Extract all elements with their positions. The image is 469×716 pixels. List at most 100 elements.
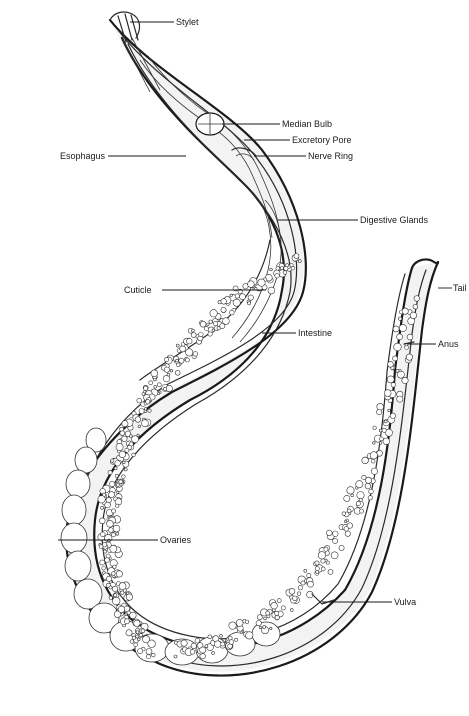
granule-cell xyxy=(138,626,141,629)
granule-cell xyxy=(321,559,325,563)
granule-cell xyxy=(342,512,346,516)
granule-cell xyxy=(298,586,302,590)
granule-cell xyxy=(126,630,132,636)
granule-cell xyxy=(115,474,118,477)
granule-cell xyxy=(209,320,212,323)
granule-cell xyxy=(119,451,126,458)
granule-cell xyxy=(388,409,391,412)
granule-cell xyxy=(248,281,255,288)
granule-cell xyxy=(271,602,278,609)
granule-cell xyxy=(290,609,293,612)
granule-cell xyxy=(223,318,230,325)
granule-cell xyxy=(321,567,325,571)
granule-cell xyxy=(377,410,382,415)
granule-cell xyxy=(326,561,329,564)
granule-cell xyxy=(132,436,139,443)
granule-cell xyxy=(139,634,142,637)
granule-cell xyxy=(134,620,140,626)
label-ovaries: Ovaries xyxy=(160,535,192,545)
granule-cell xyxy=(186,349,193,356)
granule-cell xyxy=(210,310,217,317)
granule-cell xyxy=(266,611,270,615)
granule-cell xyxy=(98,496,105,503)
granule-cell xyxy=(291,266,295,270)
granule-cell xyxy=(280,267,283,270)
granule-cell xyxy=(152,653,156,657)
granule-cell xyxy=(163,387,166,390)
granule-cell xyxy=(256,620,261,625)
granule-cell xyxy=(119,583,126,590)
granule-cell xyxy=(100,560,105,565)
granule-cell xyxy=(157,383,161,387)
granule-cell xyxy=(402,377,408,383)
granule-cell xyxy=(146,649,152,655)
granule-cell xyxy=(394,343,402,351)
granule-cell xyxy=(399,370,401,372)
granule-cell xyxy=(109,492,115,498)
granule-cell xyxy=(149,381,153,385)
granule-cell xyxy=(110,545,117,552)
granule-cell xyxy=(132,453,136,457)
granule-cell xyxy=(360,509,364,513)
granule-cell xyxy=(230,310,235,315)
granule-cell xyxy=(118,606,125,613)
granule-cell xyxy=(235,294,239,298)
granule-cell xyxy=(185,358,189,362)
granule-cell xyxy=(263,625,266,628)
granule-cell xyxy=(205,645,208,648)
granule-cell xyxy=(133,636,136,639)
granule-cell xyxy=(275,611,279,615)
granule-cell xyxy=(233,299,240,306)
granule-cell xyxy=(170,369,173,372)
granule-cell xyxy=(398,317,401,320)
granule-cell xyxy=(380,437,384,441)
granule-cell xyxy=(217,327,220,330)
granule-cell xyxy=(359,498,362,501)
granule-cell xyxy=(176,344,179,347)
granule-cell xyxy=(221,299,227,305)
granule-cell xyxy=(115,461,121,467)
granule-cell xyxy=(117,491,119,493)
granule-cell xyxy=(406,354,412,360)
granule-cell xyxy=(301,581,305,585)
digestive-glands xyxy=(232,195,271,338)
granule-cell xyxy=(213,321,217,325)
granule-cell xyxy=(108,470,112,474)
granule-cell xyxy=(103,550,106,553)
granule-cell xyxy=(284,266,288,270)
granule-cell xyxy=(112,509,116,513)
granule-cell xyxy=(248,302,251,305)
granule-cell xyxy=(181,640,187,646)
granule-cell xyxy=(166,385,172,391)
label-esophagus: Esophagus xyxy=(60,151,106,161)
granule-cell xyxy=(144,386,148,390)
granule-cell xyxy=(204,327,208,331)
granule-cell xyxy=(294,254,299,259)
granule-cell xyxy=(369,489,374,494)
granule-cell xyxy=(191,333,196,338)
label-nerve-ring: Nerve Ring xyxy=(308,151,353,161)
granule-cell xyxy=(112,572,116,576)
granule-cell xyxy=(275,615,279,619)
granule-cell xyxy=(407,334,413,340)
granule-cell xyxy=(379,429,382,432)
granule-cell xyxy=(176,363,180,367)
granule-cell xyxy=(200,647,206,653)
granule-cell xyxy=(307,573,311,577)
granule-cell xyxy=(114,467,117,470)
granule-cell xyxy=(116,504,119,507)
granule-cell xyxy=(137,398,142,403)
granule-cell xyxy=(304,569,307,572)
granule-cell xyxy=(195,638,200,643)
granule-cell xyxy=(113,525,120,532)
granule-cell xyxy=(208,332,212,336)
granule-cell xyxy=(105,502,111,508)
granule-cell xyxy=(383,438,390,445)
granule-cell xyxy=(397,334,403,340)
granule-cell xyxy=(191,643,196,648)
granule-cell xyxy=(115,499,122,506)
granule-cell xyxy=(101,506,104,509)
granule-cell xyxy=(107,520,114,527)
label-tail: Tail xyxy=(453,283,467,293)
granule-cell xyxy=(390,413,395,418)
